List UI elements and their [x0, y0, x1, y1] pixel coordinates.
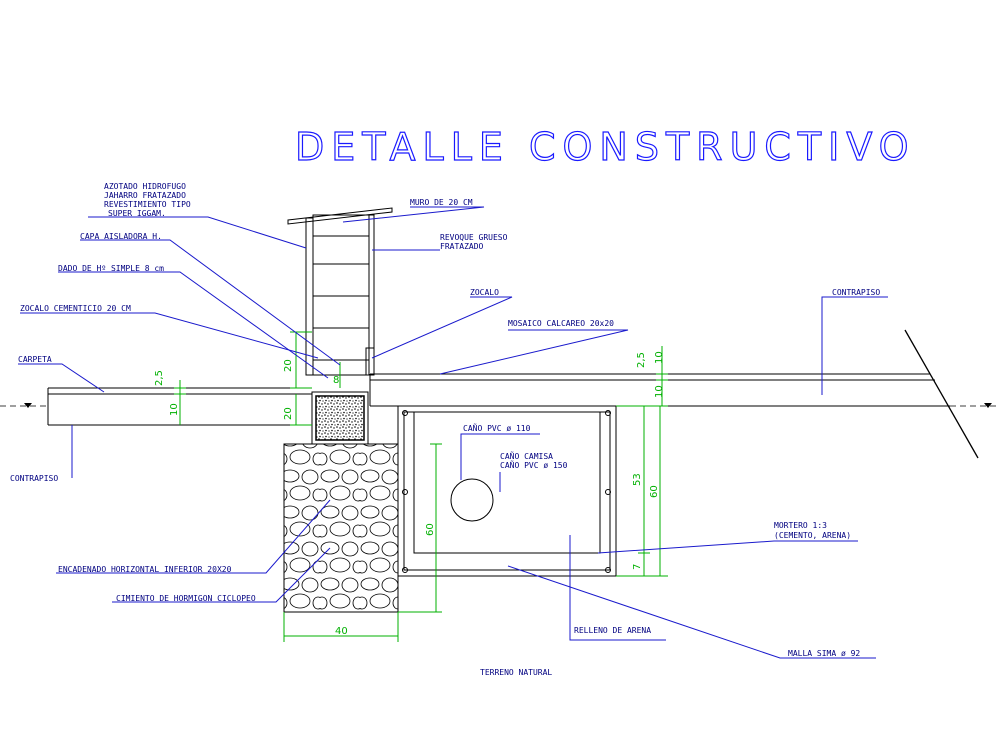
- label-revoque-2: FRATAZADO: [440, 242, 484, 251]
- label-dado: DADO DE Hº SIMPLE 8 cm: [58, 264, 164, 273]
- dimension-lines: [174, 331, 668, 642]
- label-zocalo: ZOCALO: [470, 288, 499, 297]
- dim-7: 7: [632, 564, 643, 570]
- encadenado-block: [315, 395, 365, 441]
- dim-2-5-right: 2,5: [636, 352, 647, 368]
- cimiento-ciclopeo: [283, 443, 399, 613]
- dim-10-right-top: 10: [654, 351, 665, 364]
- label-revoque-1: REVOQUE GRUESO: [440, 233, 508, 242]
- pvc-pipe-110: [450, 478, 494, 522]
- label-terreno: TERRENO NATURAL: [480, 668, 552, 677]
- label-revestimiento: REVESTIMIENTO TIPO: [104, 200, 191, 209]
- label-mortero-2: (CEMENTO, ARENA): [774, 531, 851, 540]
- label-carpeta: CARPETA: [18, 355, 52, 364]
- dim-53: 53: [632, 473, 643, 486]
- label-malla: MALLA SIMA ø 92: [788, 649, 860, 658]
- label-cano-pvc: CAÑO PVC ø 110: [463, 423, 531, 433]
- label-capa-aisladora: CAPA AISLADORA H.: [80, 232, 162, 241]
- dim-10-left: 10: [169, 403, 180, 416]
- label-cano-camisa-2: CAÑO PVC ø 150: [500, 460, 568, 470]
- label-encadenado: ENCADENADO HORIZONTAL INFERIOR 20X20: [58, 565, 232, 574]
- label-relleno: RELLENO DE ARENA: [574, 626, 651, 635]
- label-jaharro: JAHARRO FRATAZADO: [104, 191, 186, 200]
- label-mortero-1: MORTERO 1:3: [774, 521, 827, 530]
- wall: [287, 207, 393, 376]
- label-contrapiso-right: CONTRAPISO: [832, 288, 880, 297]
- label-azotado: AZOTADO HIDROFUGO: [104, 182, 186, 191]
- dim-20-wall: 20: [283, 359, 294, 372]
- label-super-iggam: SUPER IGGAM.: [108, 209, 166, 218]
- leader-lines: [18, 206, 888, 659]
- label-cano-camisa-1: CAÑO CAMISA: [500, 451, 553, 461]
- dim-8: 8: [333, 375, 339, 386]
- dim-2-5-left: 2,5: [154, 370, 165, 386]
- drawing-title: DETALLE CONSTRUCTIVO: [295, 125, 916, 169]
- dim-60-right: 60: [649, 485, 660, 498]
- label-contrapiso-left: CONTRAPISO: [10, 474, 58, 483]
- dim-10-right: 10: [654, 385, 665, 398]
- dim-60-left: 60: [425, 523, 436, 536]
- label-mosaico: MOSAICO CALCAREO 20x20: [508, 319, 614, 328]
- dim-20-base: 20: [283, 407, 294, 420]
- label-zocalo-cementicio: ZOCALO CEMENTICIO 20 CM: [20, 304, 131, 313]
- dim-40: 40: [335, 626, 348, 637]
- right-floor: [369, 329, 1000, 459]
- label-cimiento: CIMIENTO DE HORMIGON CICLOPEO: [116, 594, 256, 603]
- left-floor: [0, 387, 312, 426]
- label-muro: MURO DE 20 CM: [410, 198, 473, 207]
